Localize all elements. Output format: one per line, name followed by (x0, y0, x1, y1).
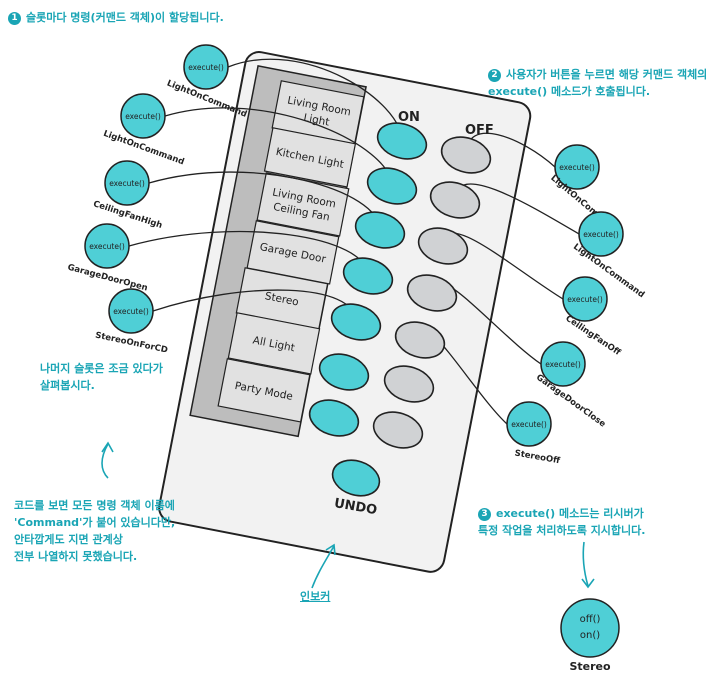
on-button[interactable] (351, 206, 409, 254)
off-button[interactable] (391, 316, 449, 364)
slot-label-box: All Light (227, 312, 321, 375)
slot-label-box: Stereo (235, 267, 329, 330)
command-method: execute() (109, 179, 145, 188)
slot-label-box: Garage Door (246, 220, 340, 285)
command-object: execute()CeilingFanHigh (92, 160, 163, 231)
command-object: execute() StereoOff (506, 401, 561, 467)
on-button[interactable] (315, 348, 373, 396)
off-label: OFF (465, 123, 494, 138)
undo-label: UNDO (333, 496, 378, 518)
step-number-2: 2 (488, 69, 501, 82)
step-number-3: 3 (478, 508, 491, 521)
note-invoker: 인보커 (300, 590, 331, 603)
command-object: execute() StereoOnForCD (94, 288, 169, 356)
annotation-arrows (101, 441, 595, 589)
on-button[interactable] (339, 252, 397, 300)
undo-button[interactable] (328, 454, 384, 501)
command-object: execute()GarageDoorOpen (66, 223, 149, 294)
command-method: execute() (113, 307, 149, 316)
note-slot: 1 슬롯마다 명령(커맨드 객체)이 할당됩니다. (8, 9, 224, 26)
slot-label-box: Party Mode (217, 358, 311, 423)
note-execute-text: execute() 메소드는 리시버가 특정 작업을 처리하도록 지시합니다. (478, 507, 646, 538)
on-label: ON (398, 110, 420, 125)
command-method: execute() (89, 242, 125, 251)
command-method: execute() (559, 163, 595, 172)
command-object: execute()LightOnCommand (102, 93, 186, 167)
off-button[interactable] (369, 406, 427, 454)
command-method: execute() (188, 63, 224, 72)
command-name: StereoOff (514, 449, 561, 467)
note-press-text: 사용자가 버튼을 누르면 해당 커맨드 객체의 execute() 메소드가 호… (488, 68, 708, 99)
stereo-receiver: off() on() Stereo (560, 598, 620, 673)
slot-label: Light (302, 112, 330, 129)
arrow-down-icon (582, 541, 589, 587)
receiver-method-off: off() (580, 614, 601, 625)
command-method: execute() (545, 360, 581, 369)
off-button[interactable] (426, 176, 484, 224)
receiver-name: Stereo (569, 660, 611, 673)
arrow-up-icon (101, 443, 109, 479)
command-method: execute() (583, 230, 619, 239)
command-method: execute() (125, 112, 161, 121)
off-button[interactable] (414, 222, 472, 270)
command-name: StereoOnForCD (94, 330, 168, 355)
note-remaining: 나머지 슬롯은 조금 있다가 살펴봅시다. (40, 362, 163, 393)
arrow-invoker-icon (311, 545, 335, 589)
on-button[interactable] (363, 162, 421, 210)
off-button[interactable] (403, 269, 461, 317)
command-method: execute() (567, 295, 603, 304)
command-method: execute() (511, 420, 547, 429)
slot-label-box: Kitchen Light (263, 127, 357, 188)
step-number-1: 1 (8, 12, 21, 25)
on-button[interactable] (373, 117, 431, 165)
note-slot-text: 슬롯마다 명령(커맨드 객체)이 할당됩니다. (26, 11, 224, 24)
receiver-method-on: on() (580, 630, 600, 641)
on-button[interactable] (305, 394, 363, 442)
off-button[interactable] (380, 360, 438, 408)
off-button[interactable] (437, 131, 495, 179)
on-button[interactable] (327, 298, 385, 346)
note-naming: 코드를 보면 모든 명령 객체 이름에 'Command'가 붙어 있습니다만,… (14, 499, 176, 564)
